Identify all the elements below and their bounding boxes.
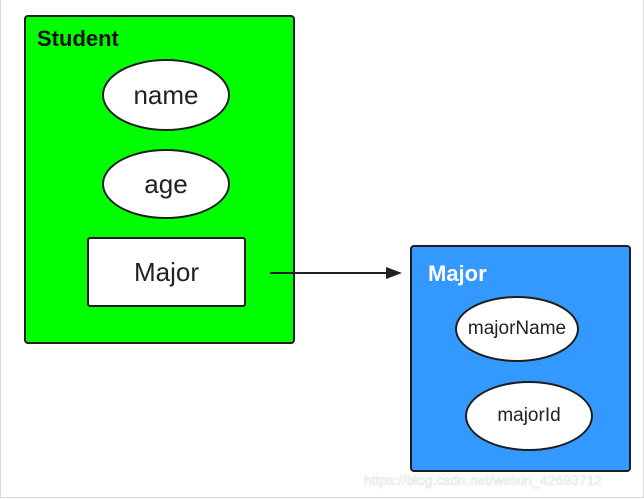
field-majorname-label: majorName: [467, 318, 567, 339]
major-reference-box: Major: [87, 237, 246, 307]
student-entity-box: Student name age Major: [24, 15, 295, 344]
field-majorid-label: majorId: [497, 405, 561, 426]
field-majorname-ellipse: majorName: [455, 296, 579, 362]
major-entity-box: Major majorName majorId: [410, 245, 631, 472]
student-entity-title: Student: [37, 26, 119, 51]
major-reference-label: Major: [133, 256, 199, 287]
watermark-text: https://blog.csdn.net/weixin_42693712: [364, 472, 603, 488]
field-majorid-ellipse: majorId: [465, 381, 593, 451]
major-entity-title: Major: [428, 261, 487, 286]
arrow-head: [386, 267, 402, 279]
field-name-label: name: [133, 79, 199, 110]
field-age-ellipse: age: [102, 149, 230, 219]
field-age-label: age: [144, 168, 188, 199]
field-name-ellipse: name: [102, 59, 230, 131]
